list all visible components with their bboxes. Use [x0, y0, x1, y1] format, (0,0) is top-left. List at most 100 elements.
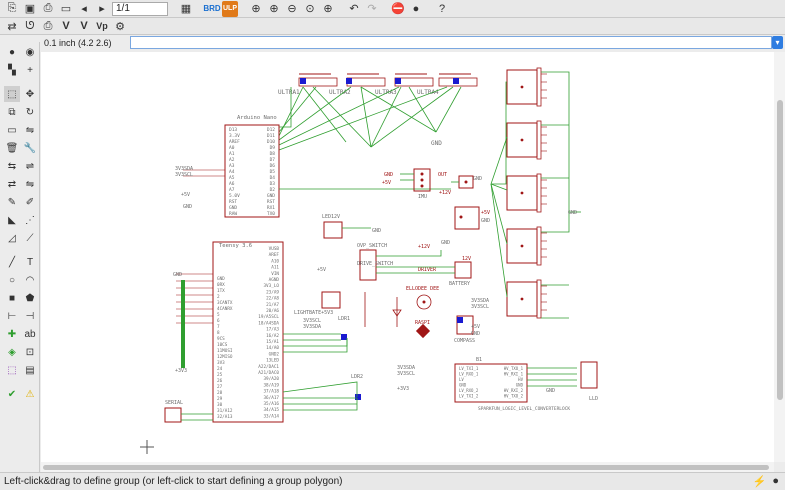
swap-icon[interactable]: ⇆ [7, 160, 17, 172]
ldr2-connector[interactable]: LDR2 [282, 374, 363, 411]
cam-icon[interactable]: ▭ [60, 3, 72, 15]
erc-icon[interactable]: ✔ [7, 388, 17, 400]
stop-status-icon[interactable]: ● [772, 475, 779, 487]
undo-icon[interactable]: ↶ [349, 3, 359, 15]
open-icon[interactable]: ⎘ [7, 2, 17, 14]
horizontal-scrollbar[interactable] [41, 462, 774, 472]
pin-label: 32/A13 [217, 414, 233, 420]
smash-icon[interactable]: ◣ [8, 214, 16, 226]
pin-label: 36/A17 [263, 395, 279, 401]
settings-icon[interactable]: ⚙ [115, 20, 125, 33]
led-indicator[interactable] [364, 292, 402, 327]
text-icon[interactable]: T [26, 256, 34, 268]
help-icon[interactable]: ? [438, 2, 446, 15]
move-icon[interactable]: ✥ [25, 88, 35, 100]
motor-driver[interactable] [506, 279, 547, 319]
sheet-number-field[interactable]: 1/1 [112, 1, 168, 16]
sch-icon[interactable]: BRD [203, 4, 221, 13]
info-icon[interactable]: ● [8, 46, 16, 58]
label-icon[interactable]: ab [24, 328, 36, 340]
print2-icon[interactable]: ⎙ [43, 19, 53, 32]
net-icon[interactable]: ⊣ [25, 310, 35, 322]
redo-icon[interactable]: ↷ [367, 3, 377, 15]
serial-connector[interactable]: SERIAL [164, 400, 213, 423]
layer-icon[interactable]: ⇄ [7, 20, 17, 33]
stop-icon[interactable]: ⛔ [391, 3, 405, 15]
pin-label: A22/DAC1 [258, 364, 279, 370]
value-v2-icon[interactable]: V [80, 20, 88, 32]
errors-icon[interactable]: ⚠ [25, 388, 35, 400]
change-icon[interactable]: ⇋ [25, 178, 35, 190]
wire-icon[interactable]: ╱ [8, 256, 16, 268]
page-up-icon[interactable]: ▸ [99, 3, 105, 15]
motor-driver[interactable] [506, 226, 547, 266]
group-icon[interactable]: ▭ [7, 124, 17, 136]
motors-connector[interactable]: +5V GND [454, 206, 490, 230]
lightning-icon[interactable]: ⚡ [752, 476, 767, 488]
motor-driver[interactable] [506, 173, 547, 213]
raspi[interactable]: ELLODEE DEE RASPI [406, 286, 439, 339]
value-icon[interactable]: ✐ [25, 196, 35, 208]
compass-connector[interactable]: 3V3SDA 3V3SCL +5V GND COMPASS [454, 298, 489, 344]
dimension-icon[interactable]: ⊡ [25, 346, 35, 358]
go-icon[interactable]: ● [412, 2, 420, 15]
vertical-scrollbar[interactable] [774, 52, 785, 462]
circle-icon[interactable]: ○ [8, 274, 16, 286]
rect-icon[interactable]: ■ [8, 292, 16, 304]
print-icon[interactable]: ⎙ [43, 2, 53, 14]
save-icon[interactable]: ▣ [24, 3, 36, 15]
ripup-icon[interactable]: ⬚ [7, 364, 17, 376]
led12v-connector[interactable]: LED12V GND [322, 214, 381, 239]
value-v-icon[interactable]: V [62, 20, 70, 32]
vp-icon[interactable]: Vp [96, 21, 108, 31]
mirror-icon[interactable]: ⇋ [25, 124, 35, 136]
layer-settings-icon[interactable]: ▚ [8, 64, 16, 76]
sheet-icon[interactable]: ᘎ [25, 19, 35, 32]
command-history-dropdown[interactable]: ▾ [772, 36, 783, 49]
attribute-icon[interactable]: ◈ [8, 346, 16, 358]
schematic-canvas[interactable]: ULTRA1 ULTRA2 ULTRA3 ULTRA4 GND [41, 52, 774, 462]
motor-driver[interactable] [506, 120, 547, 160]
zoom-redraw-icon[interactable]: ⊙ [305, 3, 315, 15]
mark-icon[interactable]: + [27, 64, 33, 76]
junction-icon[interactable]: ✚ [7, 328, 17, 340]
miter-icon[interactable]: ◿ [8, 232, 16, 244]
page-down-icon[interactable]: ◂ [81, 3, 87, 15]
motor-driver[interactable] [506, 67, 547, 107]
polygon-icon[interactable]: ⬟ [25, 292, 35, 304]
pin-label: RAW [229, 211, 237, 217]
zoom-select-icon[interactable]: ⊕ [323, 3, 333, 15]
command-input[interactable] [130, 36, 772, 49]
ldr1-connector[interactable]: LDR1 LIGHTBATE+5V3 3V3SCL 3V3SDA [283, 291, 350, 353]
zoom-in-icon[interactable]: ⊕ [269, 3, 279, 15]
arduino-nano[interactable]: Arduino Nano D133.3VAREFA0A1A2A3A4A5A6A7… [175, 115, 451, 218]
logic-level-converter[interactable]: B1 LV_TXI_1LV_RXO_1LVGNDLV_RXO_2LV_TXI_2… [397, 357, 598, 412]
replace-icon[interactable]: ⇄ [7, 178, 17, 190]
pinswap-icon[interactable]: ⇌ [25, 160, 35, 172]
teensy-3-6[interactable]: Teensy 3.6 GND0RX1TX23CANTX4CANRX56789CS… [173, 241, 326, 423]
eye-icon[interactable]: ◉ [25, 46, 35, 58]
name-icon[interactable]: ✎ [7, 196, 17, 208]
lld-label: LLD [589, 396, 598, 402]
select-icon[interactable]: ⬚ [4, 86, 20, 102]
grid-icon[interactable]: ▦ [180, 3, 192, 15]
copy-icon[interactable]: ⧉ [8, 106, 16, 118]
delete-icon[interactable]: 🗑 [5, 142, 19, 154]
rotate-icon[interactable]: ↻ [25, 106, 35, 118]
out-connector[interactable]: OUT GND +12V [438, 172, 482, 196]
optimize-icon[interactable]: ⟋ [26, 232, 34, 244]
imu-connector[interactable]: GND +5V IMU [382, 168, 431, 200]
vertical-scroll-thumb[interactable] [777, 100, 783, 400]
zoom-fit-icon[interactable]: ⊕ [251, 3, 261, 15]
split-icon[interactable]: ⋰ [25, 214, 35, 226]
ulp-icon[interactable]: ULP [222, 0, 238, 17]
pin-label: A5 [229, 175, 235, 181]
zoom-out-icon[interactable]: ⊖ [287, 3, 297, 15]
pin-label: A4 [229, 169, 235, 175]
horizontal-scroll-thumb[interactable] [43, 465, 769, 470]
wrench-icon[interactable]: 🔧 [23, 142, 37, 154]
arc-icon[interactable]: ◠ [25, 274, 35, 286]
design-block-icon[interactable]: ▤ [25, 364, 35, 376]
switches[interactable]: OVP_SWITCH DRIVE_SWITCH +12V DRIVER GND … [357, 240, 472, 287]
bus-icon[interactable]: ⊢ [7, 310, 17, 322]
